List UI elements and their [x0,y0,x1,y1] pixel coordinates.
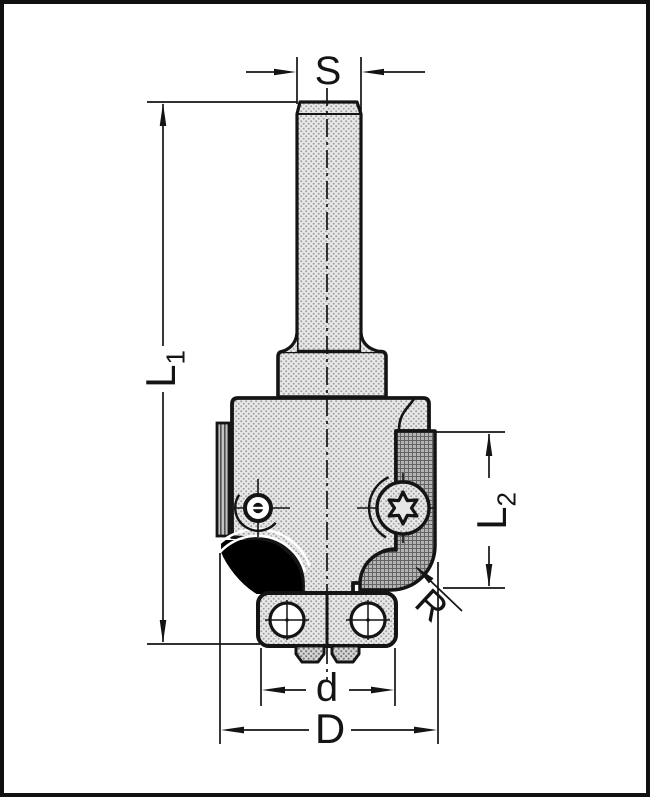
dimension-l2 [434,431,505,589]
label-cutting-length-sub: 2 [491,492,522,507]
label-cutting-length-main: L [468,506,515,530]
face-line [397,398,416,431]
torx-star-icon [387,490,419,526]
label-bearing-diameter-text: d [315,666,339,710]
label-overall-length-main: L [137,364,184,388]
label-cutting-length: L2 [468,492,521,530]
shank [295,100,363,354]
clamp-screw-left [234,479,290,537]
label-cutting-diameter: D [315,708,345,750]
label-cutting-diameter-text: D [314,705,346,752]
label-shank-diameter-text: S [314,49,342,93]
dimension-l1 [147,101,297,645]
dimension-d-cutting [219,553,439,744]
dimension-r-leader [415,566,463,612]
dimension-d-bearing [260,648,396,706]
label-bearing-diameter: d [316,668,338,708]
label-overall-length: L1 [137,350,190,388]
dimension-s [246,57,425,120]
collar [276,332,388,399]
label-shank-diameter: S [315,51,342,91]
left-knife-edge-strip [215,421,231,538]
bearing-retainer-screw [294,644,361,664]
label-overall-length-sub: 1 [160,350,191,365]
relief-arc-band [207,527,311,594]
torx-screw [357,473,434,543]
